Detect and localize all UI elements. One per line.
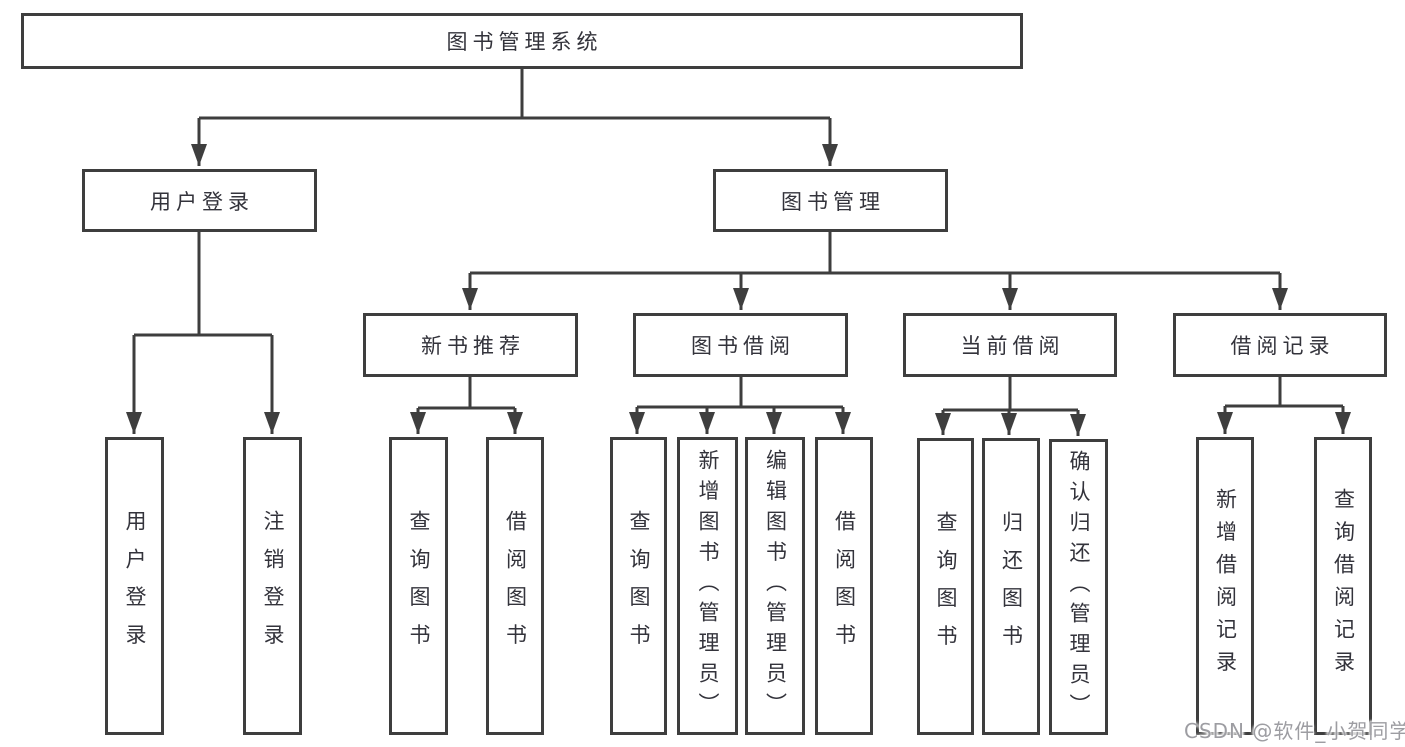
watermark-csdn: CSDN @软件_小贺同学 — [1184, 719, 1405, 743]
node-label: 用户登录 — [123, 510, 147, 662]
node-label: 编辑图书（管理员） — [763, 448, 788, 724]
node-label: 借阅图书 — [503, 510, 528, 662]
node-label: 新增借阅记录 — [1213, 488, 1238, 684]
node-label: 归还图书 — [999, 510, 1024, 663]
node-label: 查询借阅记录 — [1331, 488, 1356, 684]
node-borrow-records: 借阅记录 — [1173, 313, 1387, 377]
node-label: 图书管理 — [781, 189, 885, 214]
node-label: 查询图书 — [934, 510, 958, 663]
node-label: 新增图书（管理员） — [696, 448, 720, 724]
node-current-borrowing: 当前借阅 — [903, 313, 1117, 377]
leaf-query-books-borrowing: 查询图书 — [610, 437, 667, 735]
node-label: 注销登录 — [261, 510, 285, 662]
node-library-management-system: 图书管理系统 — [21, 13, 1023, 69]
node-user-login: 用户登录 — [82, 169, 317, 232]
node-label: 用户登录 — [150, 189, 254, 214]
leaf-user-login: 用户登录 — [105, 437, 164, 735]
node-label: 查询图书 — [407, 510, 431, 662]
leaf-query-books-current: 查询图书 — [917, 438, 974, 735]
leaf-confirm-return-admin: 确认归还（管理员） — [1049, 439, 1108, 735]
node-label: 新书推荐 — [421, 334, 525, 358]
leaf-add-borrow-record: 新增借阅记录 — [1196, 437, 1254, 735]
node-book-management: 图书管理 — [713, 169, 948, 232]
node-label: 查询图书 — [627, 510, 651, 662]
leaf-query-books-recommend: 查询图书 — [389, 437, 448, 735]
leaf-return-books: 归还图书 — [982, 438, 1040, 735]
leaf-borrow-books-borrowing: 借阅图书 — [815, 437, 873, 735]
leaf-add-book-admin: 新增图书（管理员） — [677, 437, 738, 735]
node-label: 确认归还（管理员） — [1067, 449, 1091, 725]
node-label: 图书管理系统 — [446, 30, 603, 54]
leaf-logout: 注销登录 — [243, 437, 302, 735]
node-label: 当前借阅 — [960, 334, 1065, 358]
leaf-borrow-books-recommend: 借阅图书 — [486, 437, 544, 735]
node-book-borrowing: 图书借阅 — [633, 313, 848, 377]
leaf-edit-book-admin: 编辑图书（管理员） — [745, 437, 805, 735]
node-label: 图书借阅 — [691, 334, 795, 358]
node-label: 借阅图书 — [832, 510, 857, 662]
leaf-query-borrow-record: 查询借阅记录 — [1314, 437, 1372, 735]
node-label: 借阅记录 — [1230, 334, 1335, 358]
node-new-book-recommend: 新书推荐 — [363, 313, 578, 377]
